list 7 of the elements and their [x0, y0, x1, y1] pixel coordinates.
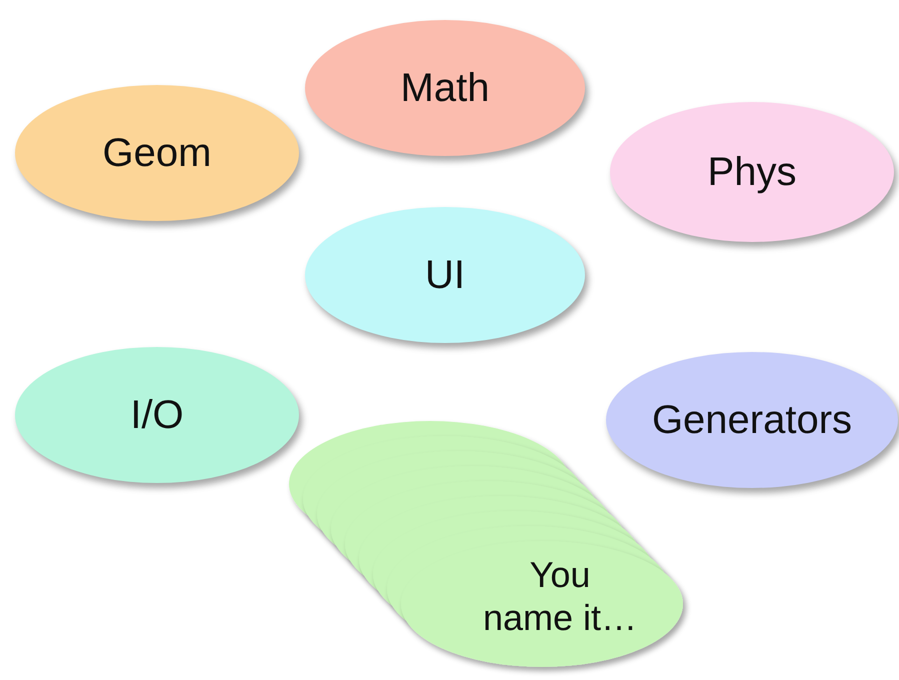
node-label: You name it… [482, 552, 638, 640]
node-label: UI [425, 252, 465, 299]
node-label: Geom [102, 130, 212, 177]
node-label: Math [400, 65, 490, 112]
node-label: Generators [652, 397, 852, 444]
node-label: I/O [130, 392, 184, 439]
node-label: Phys [708, 149, 796, 196]
